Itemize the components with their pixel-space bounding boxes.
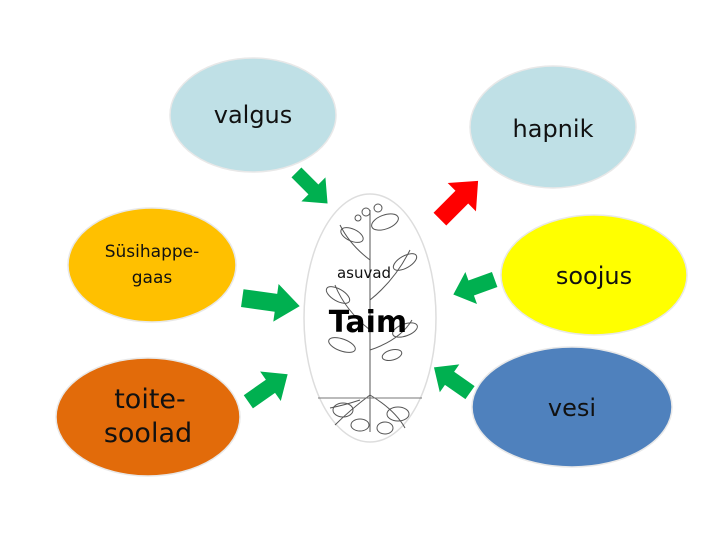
node-valgus: valgus: [169, 57, 337, 173]
node-susihappegaas-label-line1: Süsihappe-: [105, 242, 200, 262]
center-plant: asuvad Taim: [303, 193, 437, 443]
node-valgus-label: valgus: [214, 101, 293, 129]
plant-illustration: [318, 203, 422, 435]
node-vesi-label: vesi: [548, 394, 596, 422]
arrow-valgus-shape: [291, 167, 328, 204]
arrow-soojus-to-plant: [453, 271, 498, 305]
node-toitesoolad-label-line1: toite-: [114, 384, 186, 415]
node-vesi-shape: [471, 346, 673, 468]
center-small-label: asuvad: [337, 264, 391, 282]
node-soojus-shape: [500, 214, 688, 336]
node-hapnik: hapnik: [469, 65, 637, 189]
node-susihappegaas-shape: [67, 207, 237, 323]
node-hapnik-label: hapnik: [513, 115, 594, 143]
center-title: Taim: [329, 305, 407, 340]
node-hapnik-shape: [469, 65, 637, 189]
node-valgus-shape: [169, 57, 337, 173]
node-toitesoolad: toite- soolad: [55, 357, 241, 477]
node-susihappegaas-label-line2: gaas: [132, 268, 173, 288]
arrow-vesi-shape: [433, 364, 475, 400]
arrow-susihappegaas-shape: [241, 284, 300, 322]
node-vesi: vesi: [471, 346, 673, 468]
arrow-hapnik-shape: [433, 180, 479, 226]
node-soojus: soojus: [500, 214, 688, 336]
node-susihappegaas: Süsihappe- gaas: [67, 207, 237, 323]
arrow-soojus-shape: [453, 271, 498, 305]
node-soojus-label: soojus: [556, 262, 632, 290]
arrow-plant-to-hapnik: [433, 180, 479, 226]
arrow-toitesoolad-shape: [243, 371, 288, 409]
arrow-toitesoolad-to-plant: [243, 371, 288, 409]
node-toitesoolad-label-line2: soolad: [104, 418, 192, 449]
arrow-susihappegaas-to-plant: [241, 284, 300, 322]
node-toitesoolad-shape: [55, 357, 241, 477]
arrow-valgus-to-plant: [291, 167, 328, 204]
arrow-vesi-to-plant: [433, 364, 475, 400]
